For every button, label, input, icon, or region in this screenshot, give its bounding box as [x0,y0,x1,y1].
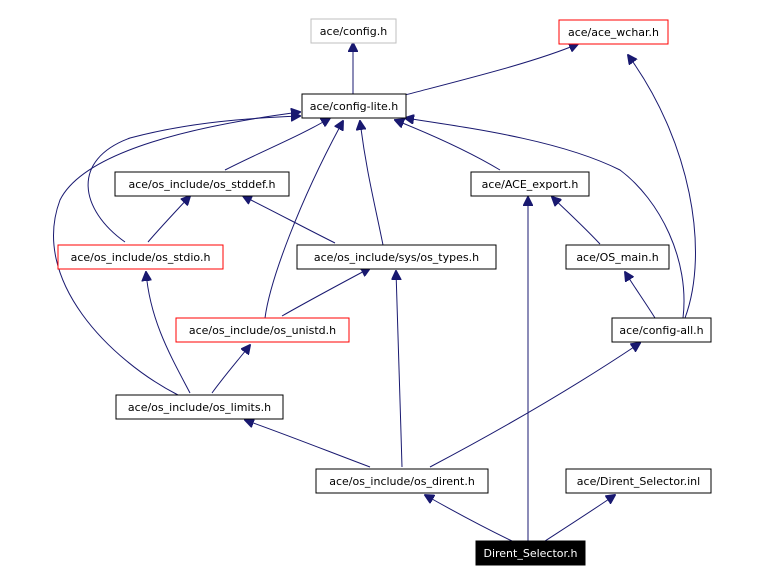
node-config-h[interactable]: ace/config.h [310,18,397,44]
edge-systypes-to-configlite [360,121,384,246]
node-os-stddef-h-label: ace/os_include/os_stddef.h [128,178,275,191]
edge-dirent-to-configall [429,343,640,468]
edge-unistd-to-configlite [264,121,343,319]
edge-stddef-to-configlite [224,118,330,171]
node-sys-os-types-h-label: ace/os_include/sys/os_types.h [314,251,479,264]
node-config-h-label: ace/config.h [320,25,387,38]
node-ace-export-h[interactable]: ace/ACE_export.h [470,171,590,197]
node-os-stdio-h[interactable]: ace/os_include/os_stdio.h [57,244,224,270]
node-dirent-selector-h[interactable]: Dirent_Selector.h [475,540,586,566]
node-dirent-selector-inl-label: ace/Dirent_Selector.inl [577,475,700,488]
node-config-all-h-label: ace/config-all.h [619,324,703,337]
node-dirent-selector-h-label: Dirent_Selector.h [483,547,577,560]
node-config-all-h[interactable]: ace/config-all.h [611,317,712,343]
node-config-lite-h[interactable]: ace/config-lite.h [301,93,407,119]
edge-configall-to-acewchar [628,55,696,319]
dependency-nodes: ace/config.h ace/ace_wchar.h ace/config-… [57,18,712,566]
edge-dirent-to-limits [245,420,371,468]
edge-configall-to-configlite [405,118,685,319]
node-os-limits-h[interactable]: ace/os_include/os_limits.h [115,394,284,420]
edge-dirent-to-systypes [396,271,403,468]
node-ace-wchar-h[interactable]: ace/ace_wchar.h [558,19,669,45]
edge-configall-to-osmain [625,272,656,319]
node-ace-export-h-label: ace/ACE_export.h [482,178,579,191]
edge-configlite-to-acewchar [404,44,578,96]
node-dirent-selector-inl[interactable]: ace/Dirent_Selector.inl [565,468,712,494]
node-ace-wchar-h-label: ace/ace_wchar.h [568,26,659,39]
dependency-edges [53,43,696,542]
edge-unistd-to-systypes [281,268,370,317]
edge-systypes-to-stddef [243,196,336,244]
node-os-dirent-h-label: ace/os_include/os_dirent.h [329,475,475,488]
node-os-main-h-label: ace/OS_main.h [576,251,658,264]
node-sys-os-types-h[interactable]: ace/os_include/sys/os_types.h [296,244,497,270]
edge-selector-to-inl [544,495,615,542]
edge-osmain-to-aceexport [552,197,601,245]
node-os-dirent-h[interactable]: ace/os_include/os_dirent.h [315,468,489,494]
edge-aceexport-to-configlite [395,120,501,171]
node-os-stddef-h[interactable]: ace/os_include/os_stddef.h [114,171,290,197]
node-os-unistd-h-label: ace/os_include/os_unistd.h [189,324,336,337]
node-os-limits-h-label: ace/os_include/os_limits.h [128,401,271,414]
node-os-stdio-h-label: ace/os_include/os_stdio.h [71,251,211,264]
edge-stdio-to-stddef [147,196,190,243]
node-os-main-h[interactable]: ace/OS_main.h [565,244,670,270]
edge-selector-to-dirent [425,495,513,542]
edge-limits-to-configlite [53,112,300,396]
edge-limits-to-unistd [211,345,250,394]
edge-limits-to-stdio [146,272,191,394]
node-config-lite-h-label: ace/config-lite.h [310,100,399,113]
node-os-unistd-h[interactable]: ace/os_include/os_unistd.h [175,317,350,343]
